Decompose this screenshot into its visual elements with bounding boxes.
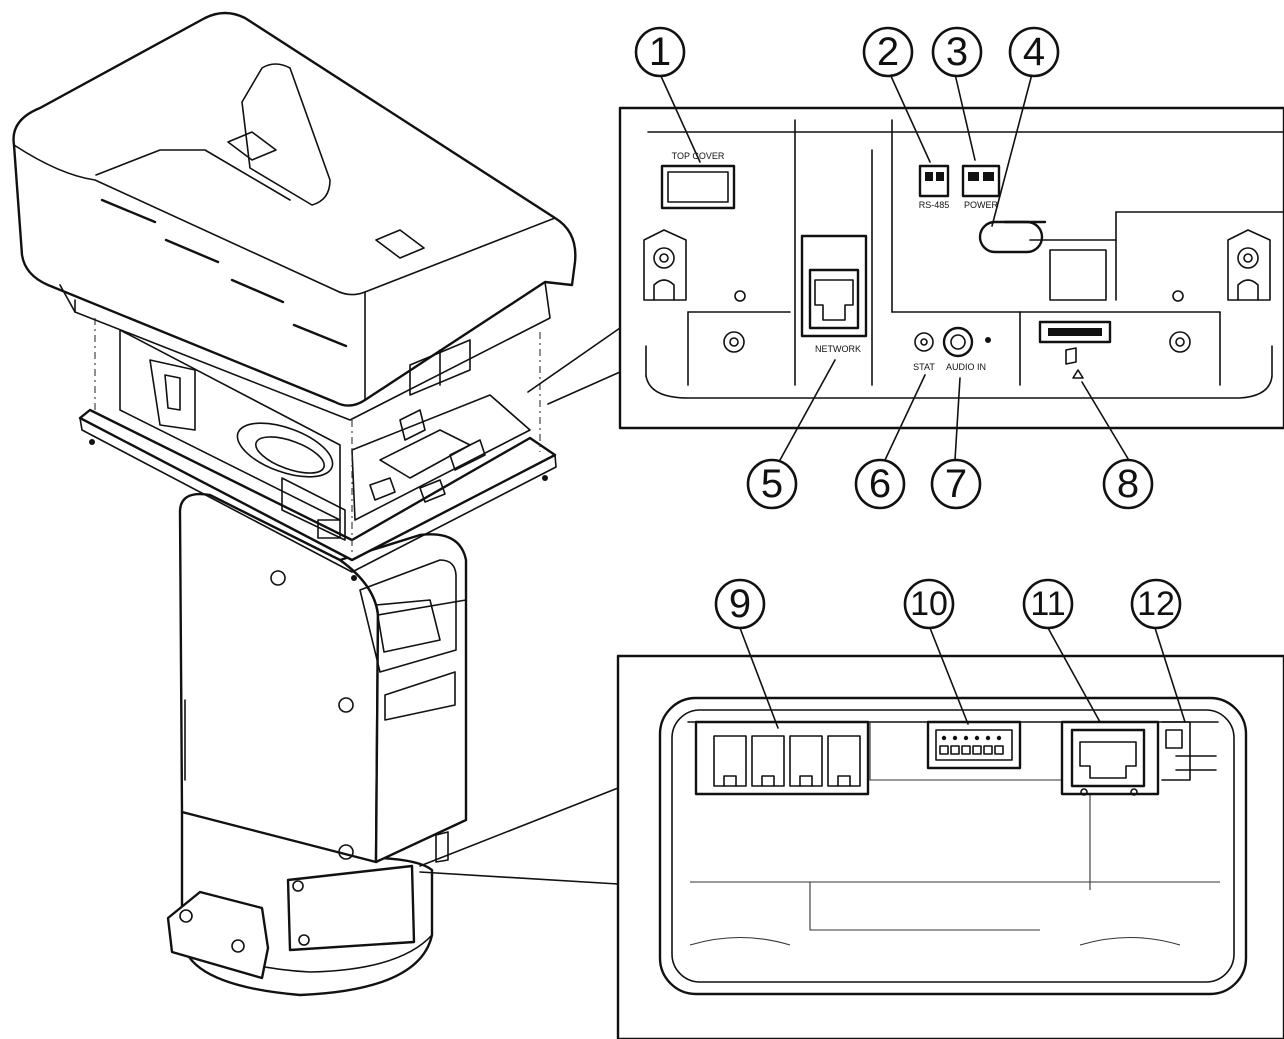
svg-text:2: 2 <box>877 30 899 74</box>
camera-illustration <box>12 11 577 997</box>
callout-11: 11 <box>1022 578 1074 630</box>
svg-text:11: 11 <box>1030 585 1065 623</box>
camera-body <box>178 492 468 864</box>
power-label: POWER <box>964 200 999 210</box>
svg-text:6: 6 <box>869 462 891 506</box>
svg-text:1: 1 <box>649 30 671 74</box>
svg-text:7: 7 <box>945 462 967 506</box>
power-connector: POWER <box>961 164 1001 210</box>
callout-7: 7 <box>930 458 982 510</box>
top-cover <box>12 11 577 421</box>
network-label: NETWORK <box>815 344 861 354</box>
leader-4 <box>991 73 1033 227</box>
stat-label: STAT <box>913 362 935 372</box>
leader-2 <box>889 73 931 163</box>
callout-8: 8 <box>1102 458 1154 510</box>
top-cover-switch: TOP COVER <box>660 151 736 210</box>
zoom-connector-bottom <box>419 787 619 885</box>
callout-10: 10 <box>903 578 955 630</box>
zoom-connector-top <box>527 327 621 405</box>
svg-text:8: 8 <box>1117 462 1139 506</box>
terminal-block <box>926 720 1022 770</box>
rj11-port-bank <box>694 720 870 796</box>
callout-6: 6 <box>854 458 906 510</box>
audio-in-label: AUDIO IN <box>946 362 986 372</box>
callout-2: 2 <box>862 26 914 78</box>
control-button <box>978 220 1047 254</box>
rs485-connector: RS-485 <box>919 164 950 210</box>
detail-panel-bottom <box>616 654 1284 1039</box>
audio-in-jack: AUDIO IN <box>942 326 991 372</box>
stat-led: STAT <box>913 332 935 372</box>
callout-leaders <box>659 73 1186 729</box>
svg-text:12: 12 <box>1137 585 1175 623</box>
rs485-label: RS-485 <box>919 200 950 210</box>
housing-internals <box>94 318 541 555</box>
callout-1: 1 <box>634 26 686 78</box>
leader-5 <box>779 359 836 461</box>
callout-3: 3 <box>931 26 983 78</box>
leader-8 <box>1081 381 1131 463</box>
sfp-slot <box>1161 721 1217 781</box>
sd-card-slot <box>1038 249 1112 379</box>
callout-12: 12 <box>1130 578 1182 630</box>
leader-6 <box>884 374 926 461</box>
left-screw-bracket <box>643 229 746 353</box>
top-cover-label: TOP COVER <box>672 151 725 161</box>
leader-12 <box>1154 627 1186 723</box>
svg-text:10: 10 <box>910 585 948 623</box>
network-port: NETWORK <box>800 234 868 354</box>
svg-text:3: 3 <box>946 30 968 74</box>
leader-1 <box>659 73 701 163</box>
leader-3 <box>954 73 976 161</box>
leader-10 <box>929 627 969 725</box>
svg-text:5: 5 <box>761 462 783 506</box>
rj45-port <box>1060 720 1160 796</box>
callout-4: 4 <box>1008 26 1060 78</box>
callout-5: 5 <box>746 458 798 510</box>
leader-7 <box>954 377 961 461</box>
svg-text:4: 4 <box>1023 30 1045 74</box>
svg-text:9: 9 <box>729 582 751 626</box>
leader-11 <box>1047 627 1101 723</box>
right-screw-bracket <box>1169 229 1271 353</box>
detail-panel-top: TOP COVER NETWORK RS-485 P <box>618 106 1284 430</box>
callout-9: 9 <box>714 578 766 630</box>
leader-9 <box>739 627 779 729</box>
